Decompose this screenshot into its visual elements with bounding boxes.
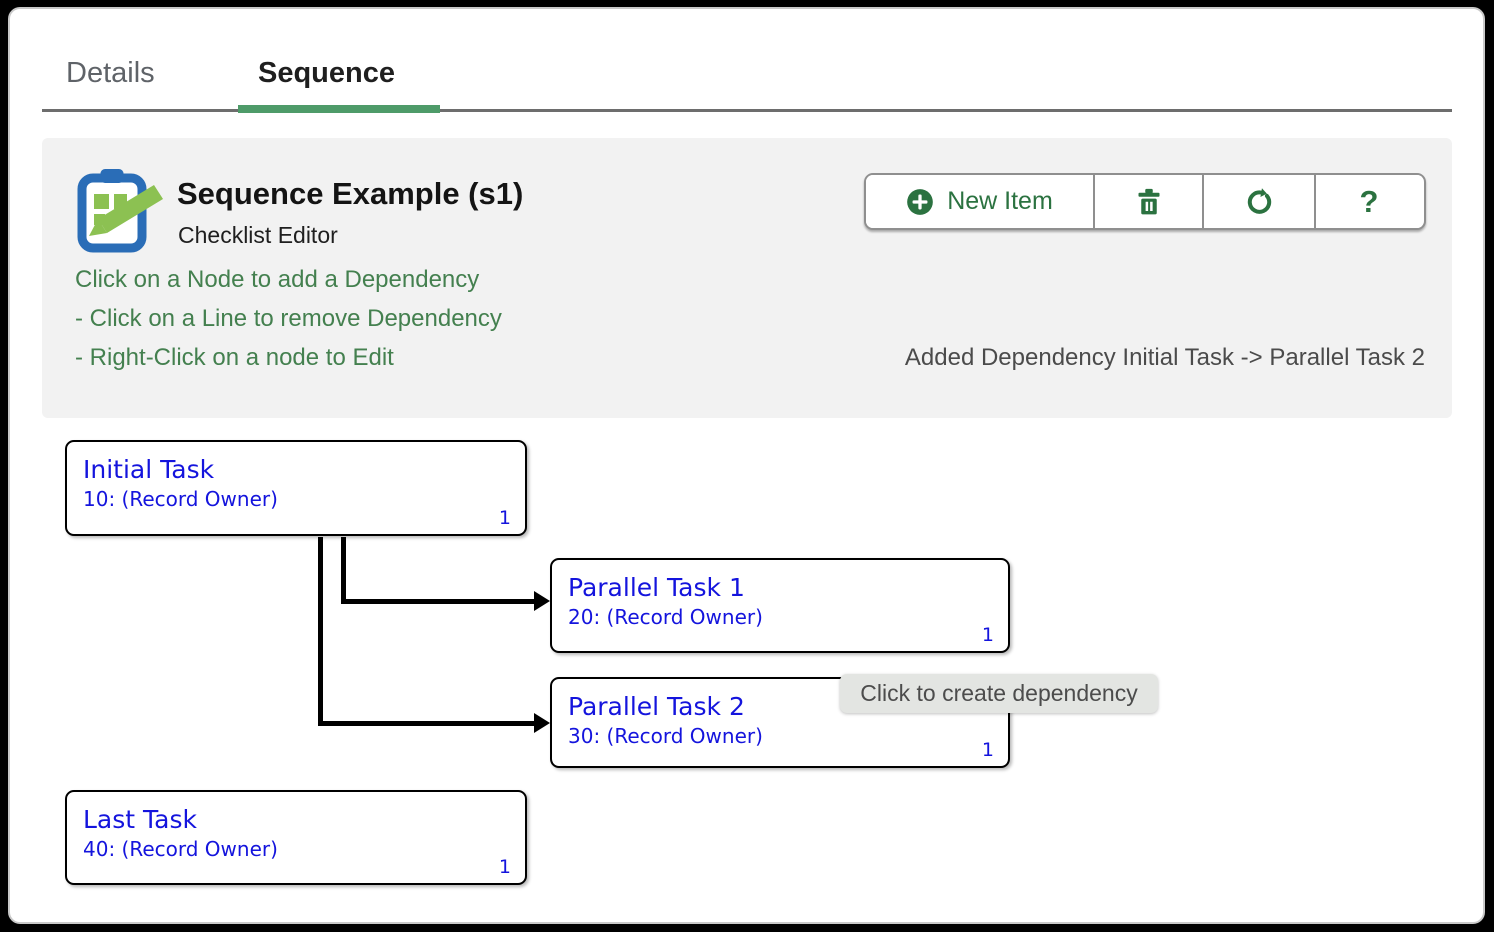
node-subtitle: 40: (Record Owner) [83, 837, 278, 861]
plus-icon [907, 188, 934, 215]
edge-initial-to-parallel1-segment[interactable] [341, 537, 346, 603]
help-icon: ? [1359, 183, 1379, 219]
dependency-tooltip: Click to create dependency [840, 674, 1158, 713]
edge-initial-to-parallel1-arrowhead-icon[interactable] [534, 591, 550, 611]
tab-details[interactable]: Details [66, 57, 155, 89]
node-count-badge: 1 [498, 856, 511, 878]
edge-initial-to-parallel2-segment[interactable] [318, 721, 535, 726]
tab-divider-line [42, 109, 1452, 112]
node-initial-task[interactable]: Initial Task 10: (Record Owner) 1 [65, 440, 527, 536]
node-title: Parallel Task 1 [568, 573, 745, 602]
instruction-line-2: - Click on a Line to remove Dependency [75, 305, 502, 332]
redo-icon [1247, 188, 1271, 214]
new-item-label: New Item [947, 187, 1053, 215]
delete-button[interactable] [1093, 175, 1202, 228]
clipboard-edit-icon [77, 169, 163, 253]
node-title: Last Task [83, 805, 197, 834]
node-title: Parallel Task 2 [568, 692, 745, 721]
refresh-button[interactable] [1202, 175, 1314, 228]
tab-sequence[interactable]: Sequence [258, 57, 395, 89]
node-parallel-task-1[interactable]: Parallel Task 1 20: (Record Owner) 1 [550, 558, 1010, 653]
edge-initial-to-parallel2-arrowhead-icon[interactable] [534, 713, 550, 733]
status-message: Added Dependency Initial Task -> Paralle… [904, 344, 1425, 371]
node-subtitle: 20: (Record Owner) [568, 605, 763, 629]
edge-initial-to-parallel1-segment[interactable] [341, 599, 535, 604]
instruction-line-1: Click on a Node to add a Dependency [75, 266, 480, 293]
page-subtitle: Checklist Editor [178, 222, 338, 248]
node-count-badge: 1 [981, 624, 994, 646]
new-item-button[interactable]: New Item [866, 175, 1093, 228]
node-last-task[interactable]: Last Task 40: (Record Owner) 1 [65, 790, 527, 885]
page-title: Sequence Example (s1) [177, 176, 524, 211]
instruction-line-3: - Right-Click on a node to Edit [75, 344, 394, 371]
trash-icon [1138, 188, 1159, 214]
toolbar-button-group: New Item ? [864, 173, 1426, 230]
node-title: Initial Task [83, 455, 215, 484]
active-tab-indicator [238, 105, 440, 113]
node-subtitle: 30: (Record Owner) [568, 724, 763, 748]
help-button[interactable]: ? [1314, 175, 1422, 228]
node-count-badge: 1 [981, 739, 994, 761]
node-subtitle: 10: (Record Owner) [83, 487, 278, 511]
edge-initial-to-parallel2-segment[interactable] [318, 537, 323, 726]
node-count-badge: 1 [498, 507, 511, 529]
